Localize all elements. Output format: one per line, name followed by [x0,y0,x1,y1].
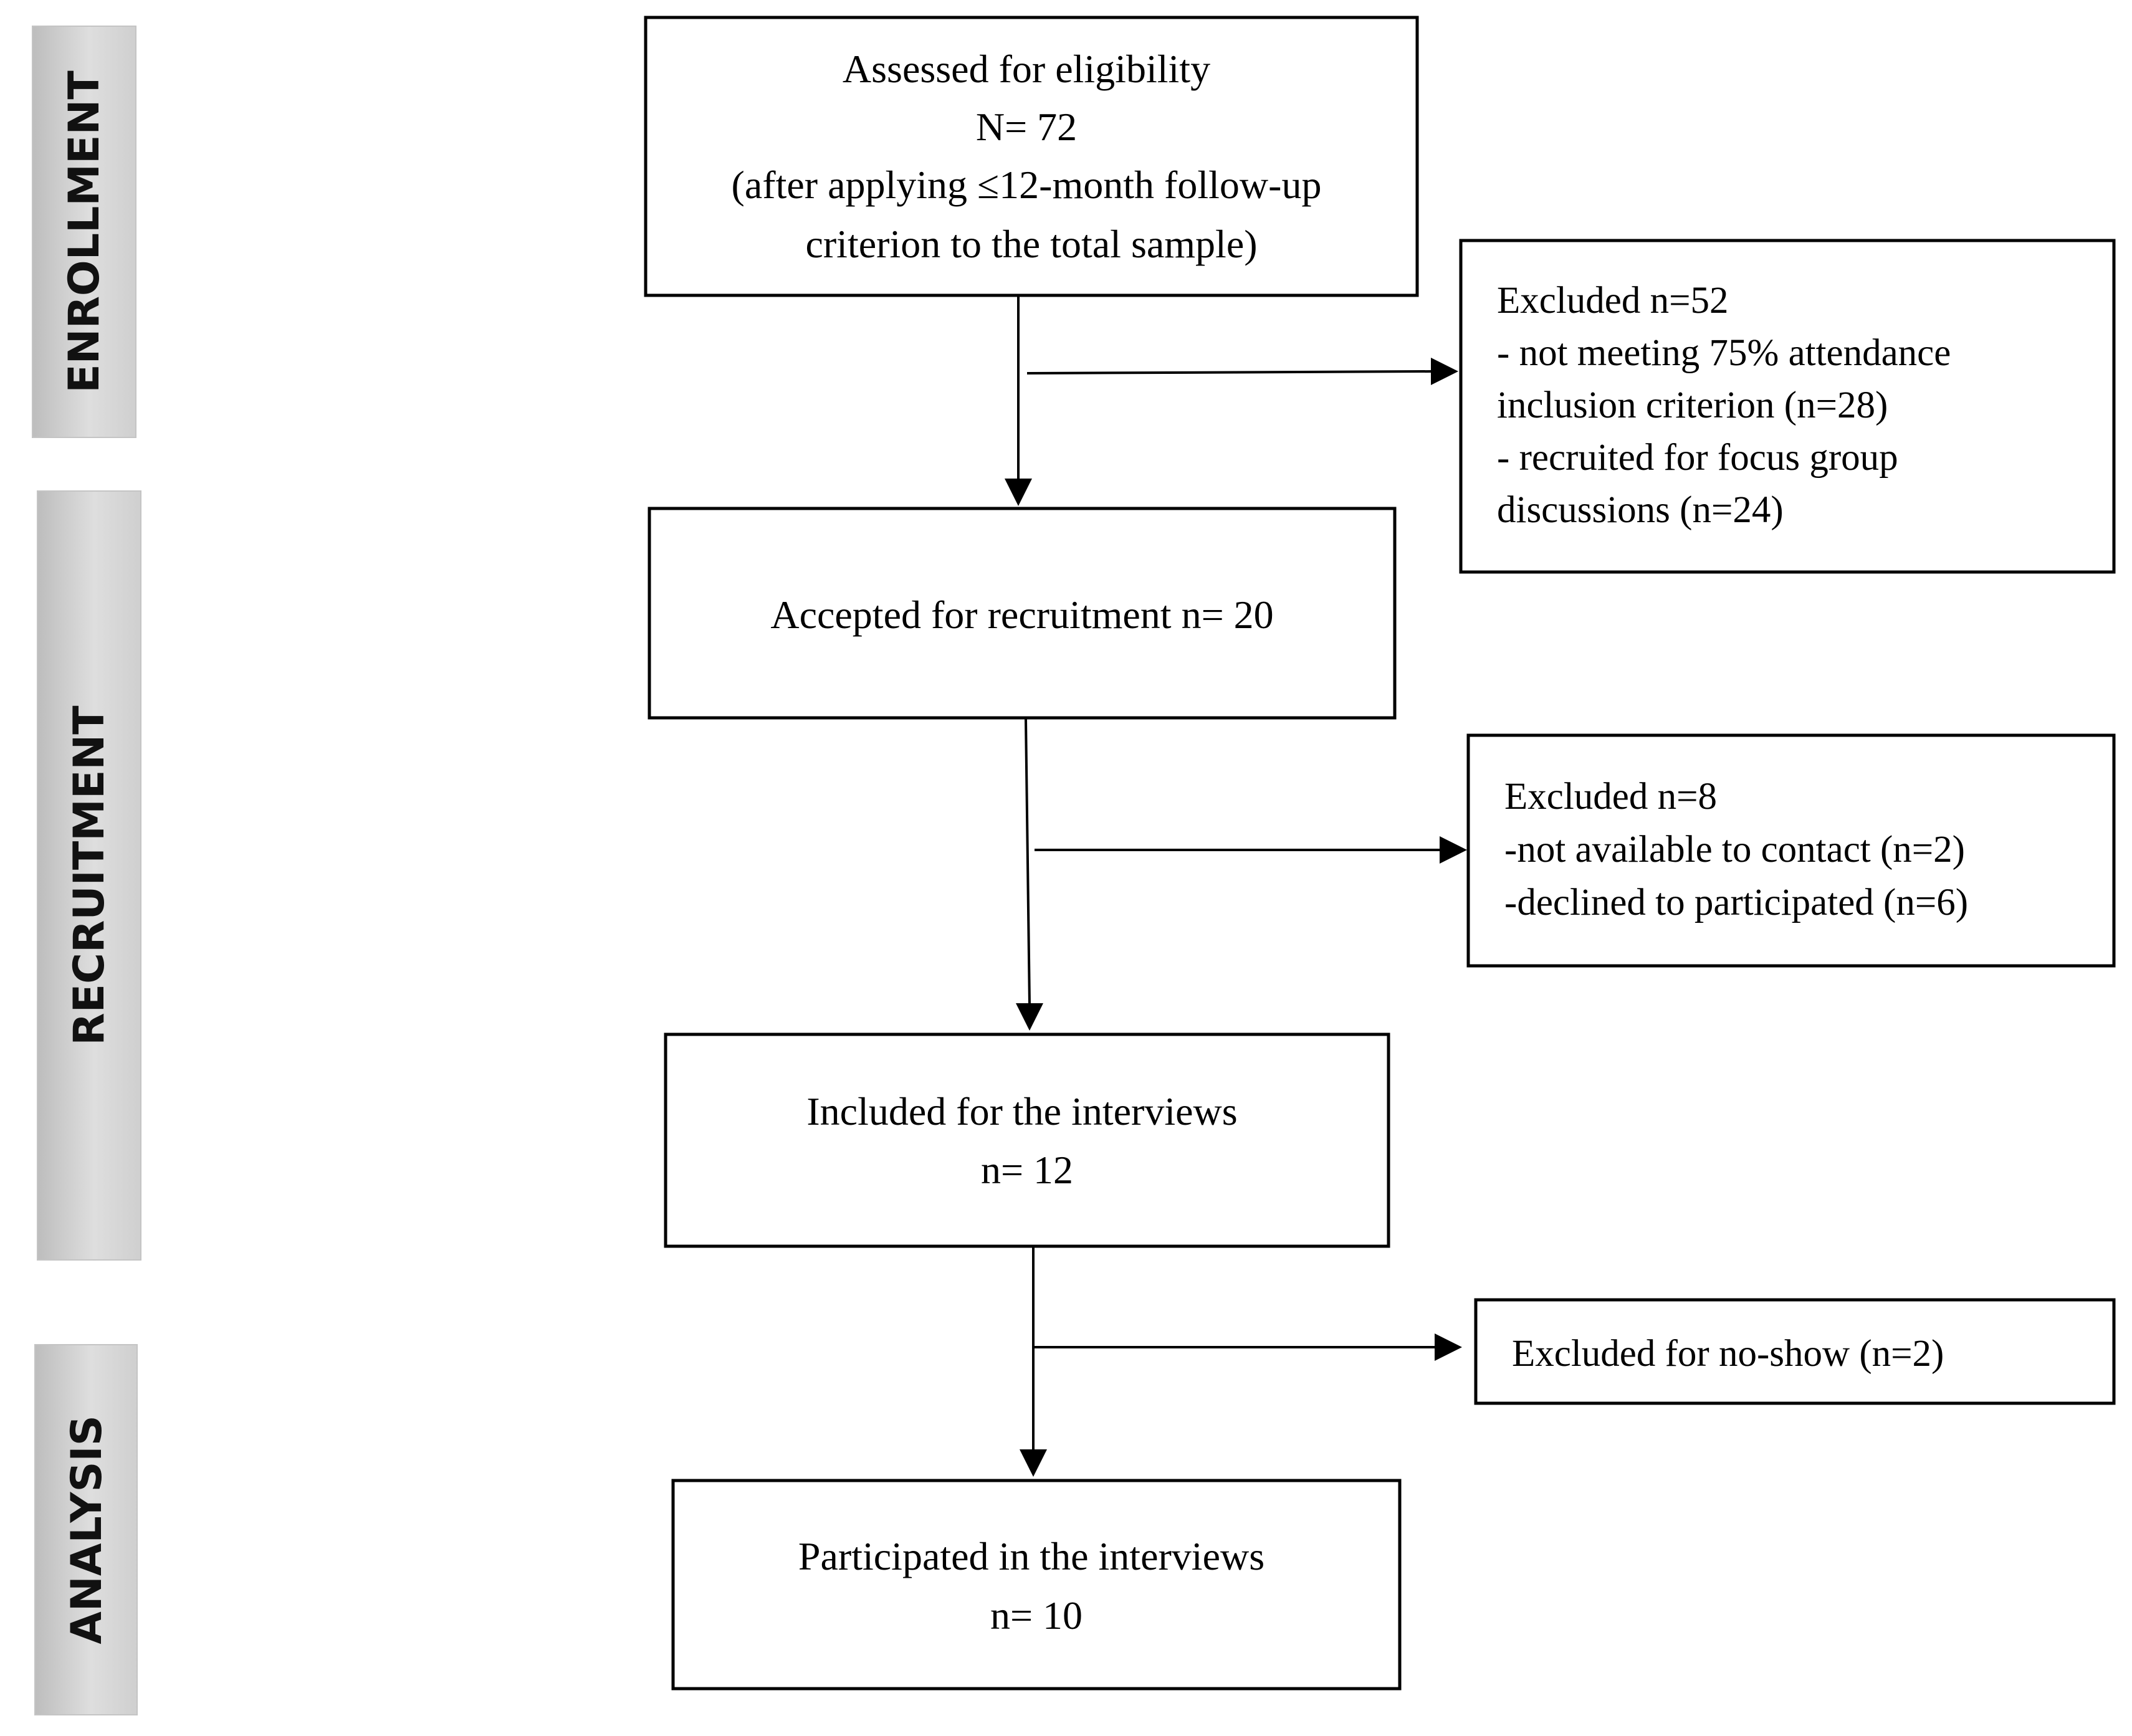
arrow-to-excluded-no-show [1035,1333,1462,1361]
svg-text:Excluded n=52 - not meet: Excluded n=52 - not meeting 75% attendan… [1497,280,1961,531]
box-excluded-8: Excluded n=8 -not available to contact (… [1466,733,2116,968]
box-line: n= 10 [990,1593,1083,1638]
phase-tab-analysis: ANALYSIS [34,1344,138,1715]
arrow-accepted-to-included [1016,718,1043,1031]
box-line: N= 72 [976,105,1077,149]
box-assessed-for-eligibility: Assessed for eligibility N= 72 (after ap… [644,16,1419,297]
box-line: Assessed for eligibility [843,47,1210,91]
box-line: Included for the interviews [806,1089,1237,1133]
arrow-to-excluded-52 [1026,358,1458,385]
box-line: - recruited for focus group [1497,437,1898,479]
box-included-for-interviews: Included for the interviews n= 12 [664,1033,1390,1248]
svg-text:Excluded for no-show (n=2): Excluded for no-show (n=2) [1512,1333,1944,1375]
box-participated-in-interviews: Participated in the interviews n= 10 [671,1479,1402,1691]
arrow-to-excluded-8 [1035,836,1467,864]
box-line: n= 12 [981,1148,1073,1192]
phase-label-enrollment: ENROLLMENT [60,70,109,393]
svg-text:Excluded n=8 -not availa: Excluded n=8 -not available to contact (… [1504,776,1974,923]
box-line: -not available to contact (n=2) [1504,829,1965,870]
box-line: Excluded n=8 [1504,776,1717,818]
box-line: (after applying ≤12-month follow-up [732,163,1322,207]
box-line: Accepted for recruitment n= 20 [770,593,1273,637]
phase-label-recruitment: RECRUITMENT [65,705,114,1046]
arrow-included-to-participated [1020,1247,1047,1477]
box-line: criterion to the total sample) [805,222,1257,266]
box-line: Excluded for no-show (n=2) [1512,1333,1944,1375]
svg-text:Included for the interviews: Included for the interviews n= 12 [806,1089,1247,1192]
svg-text:Accepted for recruitment n= 20: Accepted for recruitment n= 20 [770,593,1273,637]
box-line: -declined to participated (n=6) [1504,882,1968,923]
svg-text:Participated in the interviews: Participated in the interviews n= 10 [798,1534,1274,1638]
box-excluded-52: Excluded n=52 - not meeting 75% attendan… [1459,239,2116,574]
phase-tab-enrollment: ENROLLMENT [32,26,136,438]
box-line: discussions (n=24) [1497,489,1784,531]
box-excluded-no-show: Excluded for no-show (n=2) [1474,1298,2116,1405]
box-line: Participated in the interviews [798,1534,1264,1578]
arrow-assessed-to-accepted [1005,297,1032,506]
box-line: inclusion criterion (n=28) [1497,384,1888,426]
phase-label-analysis: ANALYSIS [62,1415,112,1644]
box-line: - not meeting 75% attendance [1497,332,1951,374]
svg-text:Assessed for eligibility: Assessed for eligibility N= 72 (after ap… [732,47,1332,266]
box-accepted-for-recruitment: Accepted for recruitment n= 20 [648,507,1397,720]
box-line: Excluded n=52 [1497,280,1729,322]
phase-tab-recruitment: RECRUITMENT [37,490,141,1261]
